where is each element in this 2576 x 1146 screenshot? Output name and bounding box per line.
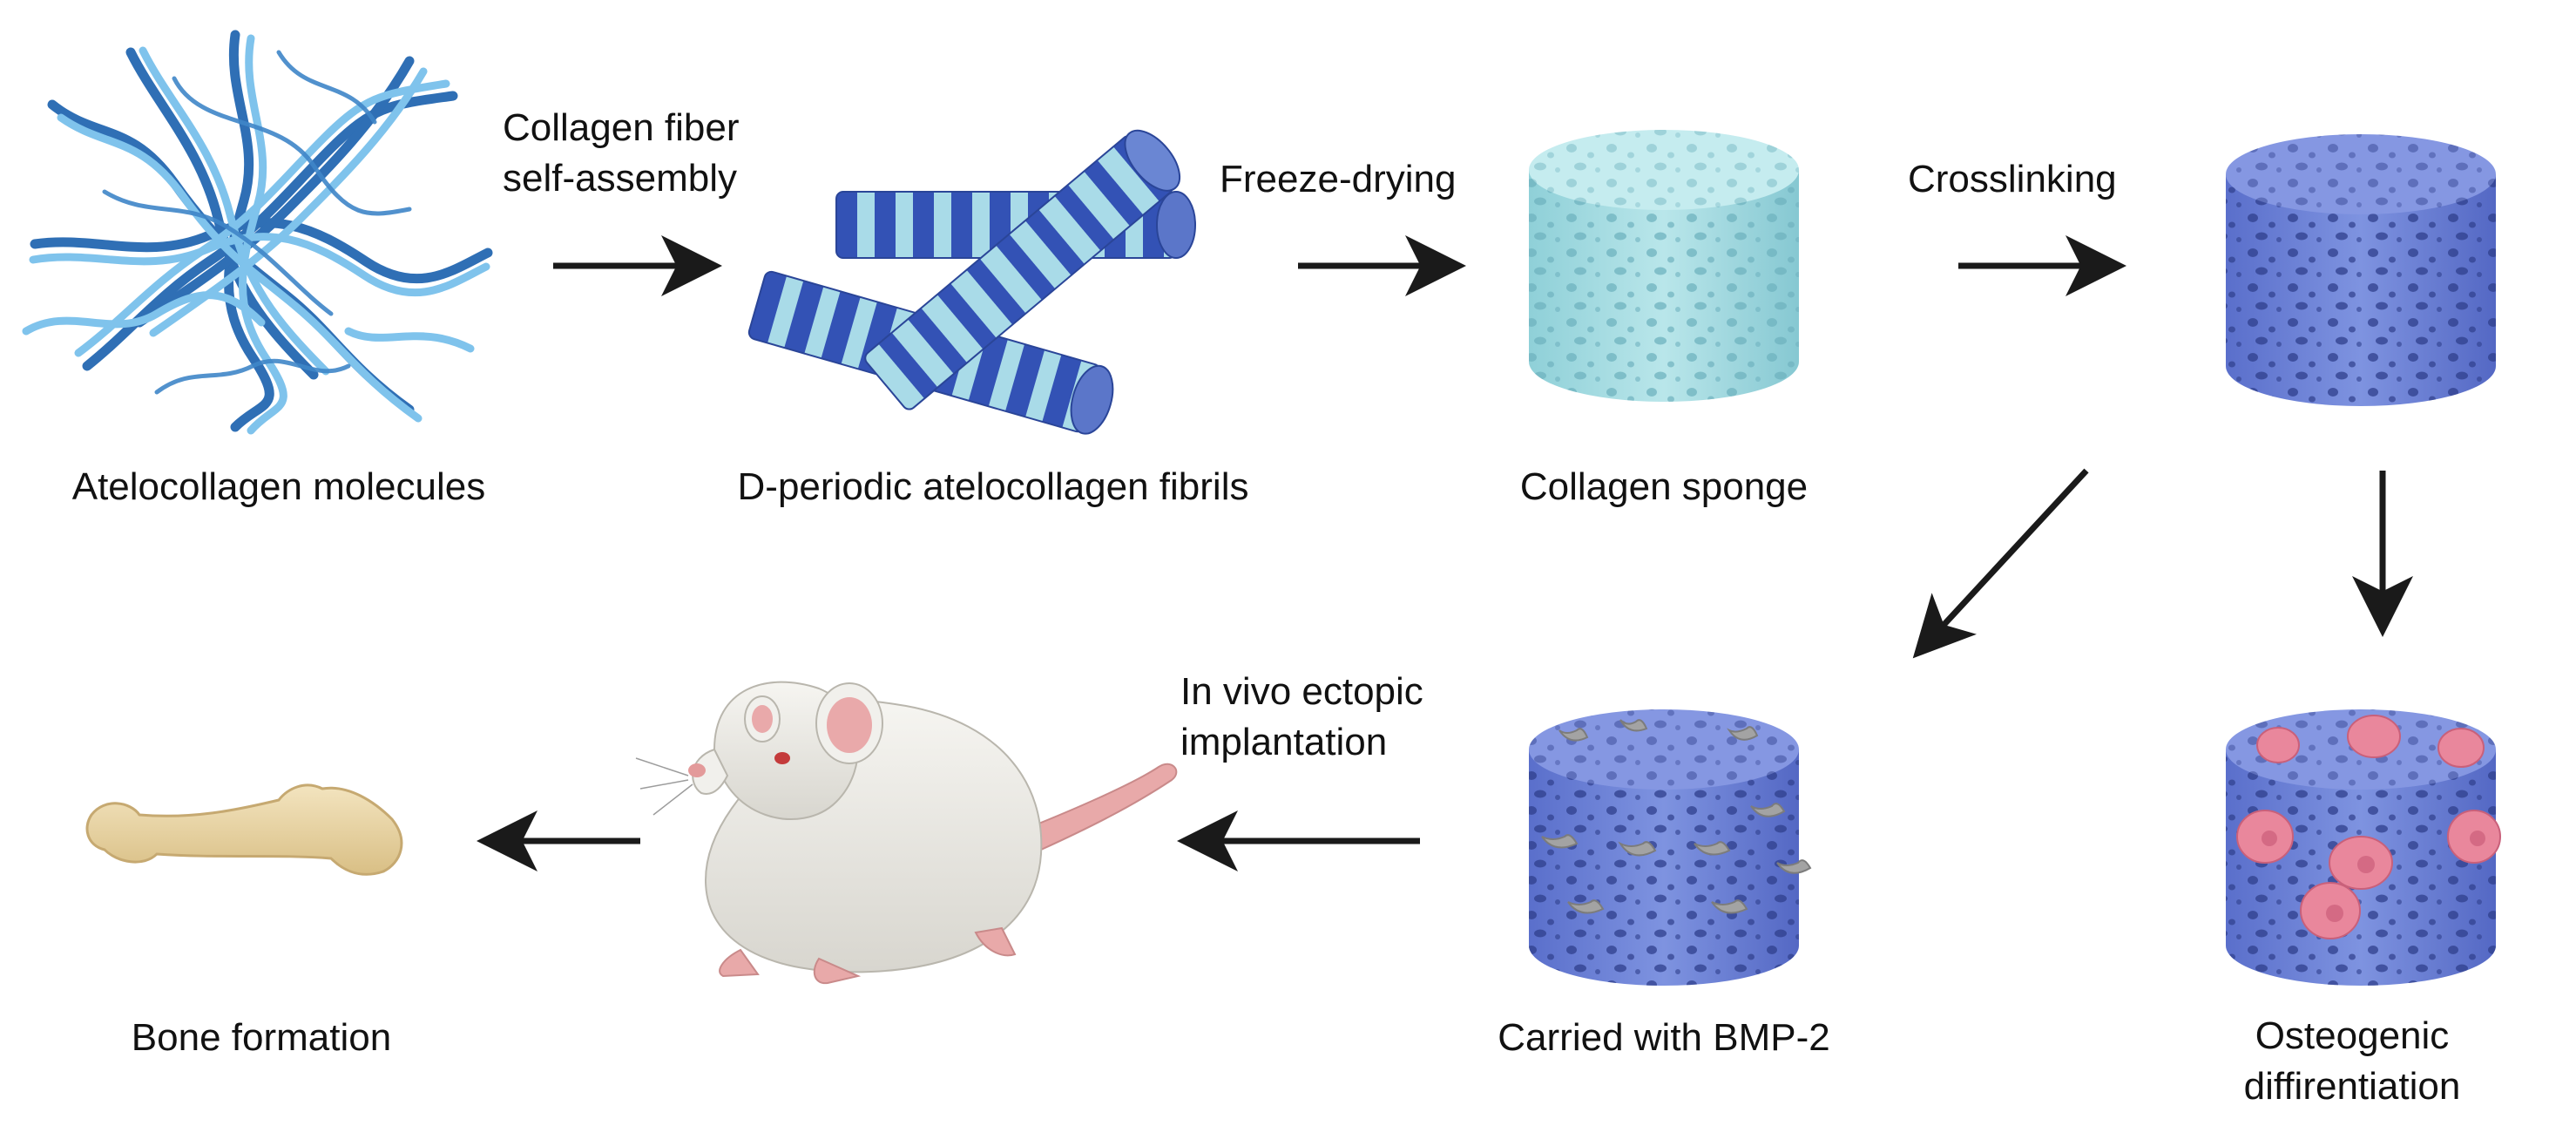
label-bmp2: Carried with BMP-2: [1498, 1016, 1830, 1059]
label-osteogenic-line2: diffirentiation: [2243, 1065, 2461, 1108]
collagen-fibrils-icon: [747, 129, 1196, 435]
bone-icon: [85, 783, 403, 876]
sponge-icon: [1529, 130, 1799, 402]
label-freeze-drying: Freeze-drying: [1220, 158, 1457, 200]
label-fibrils: D-periodic atelocollagen fibrils: [737, 465, 1249, 508]
bmp2-sponge-icon: [1529, 709, 1812, 986]
label-self-assembly-line1: Collagen fiber: [503, 106, 740, 149]
label-osteogenic: Osteogenic diffirentiation: [2169, 1011, 2535, 1112]
arrow-to-bmp2: [1912, 468, 2089, 659]
arrows: [477, 235, 2413, 871]
label-implantation-line2: implantation: [1180, 721, 1388, 763]
rat-icon: [635, 681, 1178, 985]
label-bone: Bone formation: [131, 1016, 392, 1059]
collagen-molecules-icon: [22, 30, 493, 435]
label-self-assembly-line2: self-assembly: [503, 157, 737, 200]
label-self-assembly: Collagen fiber self-assembly: [503, 103, 740, 204]
label-molecules: Atelocollagen molecules: [71, 465, 486, 508]
crosslinked-sponge-icon: [2226, 134, 2496, 406]
label-crosslinking: Crosslinking: [1908, 158, 2117, 200]
osteogenic-sponge-icon: [2226, 709, 2501, 986]
label-implantation: In vivo ectopic implantation: [1180, 667, 1423, 768]
label-implantation-line1: In vivo ectopic: [1180, 670, 1423, 713]
label-sponge: Collagen sponge: [1519, 465, 1809, 508]
label-osteogenic-line1: Osteogenic: [2255, 1014, 2450, 1057]
